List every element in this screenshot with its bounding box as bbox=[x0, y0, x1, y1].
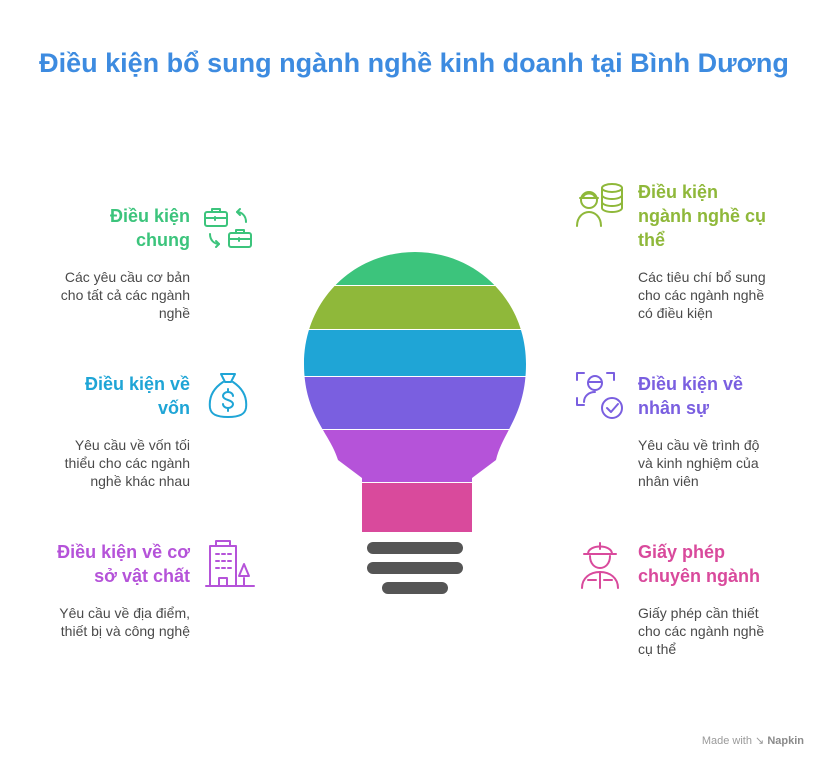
briefcase-swap-icon bbox=[204, 208, 252, 248]
item-description: Yêu cầu về vốn tối thiểu cho các ngành n… bbox=[40, 436, 190, 490]
description-line: cho các ngành nghề bbox=[638, 287, 765, 303]
heading-line: Điều kiện về bbox=[638, 374, 744, 394]
heading-line: Giấy phép bbox=[638, 542, 726, 562]
face-scan-check-icon bbox=[576, 372, 623, 419]
bulb-bands bbox=[304, 252, 526, 532]
heading-line: vốn bbox=[157, 398, 190, 418]
bulb-band-4 bbox=[304, 377, 526, 429]
item-heading: Giấy phép chuyên ngành bbox=[638, 540, 798, 588]
heading-line: chung bbox=[136, 230, 190, 250]
bulb-band-3 bbox=[304, 330, 526, 376]
bulb-band-1 bbox=[304, 252, 526, 285]
item-specialized-license: Giấy phép chuyên ngành Giấy phép cần thi… bbox=[638, 540, 798, 658]
description-line: và kinh nghiệm của bbox=[638, 455, 759, 471]
description-line: nhân viên bbox=[638, 473, 699, 489]
heading-line: Điều kiện bbox=[109, 206, 190, 226]
description-line: có điều kiện bbox=[638, 305, 713, 321]
item-facility-conditions: Điều kiện về cơ sở vật chất Yêu cầu về đ… bbox=[30, 540, 190, 640]
bulb-band-2 bbox=[304, 286, 526, 329]
item-heading: Điều kiện ngành nghề cụ thể bbox=[638, 180, 798, 252]
heading-line: Điều kiện bbox=[638, 182, 719, 202]
item-capital-conditions: Điều kiện về vốn Yêu cầu về vốn tối thiể… bbox=[40, 372, 190, 490]
bulb-base-ring-2 bbox=[367, 562, 463, 574]
item-description: Các yêu cầu cơ bản cho tất cả các ngành … bbox=[40, 268, 190, 322]
item-personnel-conditions: Điều kiện về nhân sự Yêu cầu về trình độ… bbox=[638, 372, 798, 490]
item-description: Yêu cầu về trình độ và kinh nghiệm của n… bbox=[638, 436, 798, 490]
description-line: cho các ngành nghề bbox=[638, 623, 765, 639]
item-general-conditions: Điều kiện chung Các yêu cầu cơ bản cho t… bbox=[40, 204, 190, 322]
description-line: cụ thể bbox=[638, 641, 677, 657]
description-line: nghề bbox=[158, 305, 190, 321]
description-line: Yêu cầu về vốn tối bbox=[74, 437, 190, 453]
heading-line: thể bbox=[638, 230, 665, 250]
bulb-base-ring-3 bbox=[382, 582, 448, 594]
description-line: Yêu cầu về trình độ bbox=[638, 437, 760, 453]
item-description: Các tiêu chí bổ sung cho các ngành nghề … bbox=[638, 268, 798, 322]
heading-line: ngành nghề cụ bbox=[638, 206, 766, 226]
money-bag-icon bbox=[208, 373, 248, 418]
description-line: thiết bị và công nghệ bbox=[60, 623, 190, 639]
bulb-base bbox=[367, 542, 463, 594]
page-title: Điều kiện bổ sung ngành nghề kinh doanh … bbox=[39, 48, 789, 78]
item-description: Giấy phép cần thiết cho các ngành nghề c… bbox=[638, 604, 798, 658]
napkin-watermark: Made with ↘ Napkin bbox=[702, 734, 804, 747]
item-heading: Điều kiện chung bbox=[40, 204, 190, 252]
bulb-band-5 bbox=[304, 430, 526, 482]
lightbulb-diagram bbox=[304, 252, 526, 594]
item-specific-industry-conditions: Điều kiện ngành nghề cụ thể Các tiêu chí… bbox=[638, 180, 798, 322]
watermark-brand: Napkin bbox=[767, 735, 804, 747]
item-heading: Điều kiện về cơ sở vật chất bbox=[30, 540, 190, 588]
description-line: thiểu cho các ngành bbox=[64, 455, 190, 471]
building-tree-icon bbox=[205, 540, 255, 587]
item-description: Yêu cầu về địa điểm, thiết bị và công ng… bbox=[30, 604, 190, 640]
heading-line: nhân sự bbox=[638, 398, 710, 418]
description-line: Các yêu cầu cơ bản bbox=[64, 269, 190, 285]
description-line: Yêu cầu về địa điểm, bbox=[59, 605, 190, 621]
description-line: Giấy phép cần thiết bbox=[638, 605, 759, 621]
bulb-base-ring-1 bbox=[367, 542, 463, 554]
description-line: Các tiêu chí bổ sung bbox=[638, 269, 766, 285]
heading-line: Điều kiện về bbox=[84, 374, 190, 394]
bulb-band-6 bbox=[304, 483, 526, 532]
description-line: cho tất cả các ngành bbox=[60, 287, 190, 303]
watermark-prefix: Made with bbox=[701, 735, 752, 747]
worker-database-icon bbox=[576, 183, 623, 227]
heading-line: sở vật chất bbox=[94, 566, 190, 586]
heading-line: chuyên ngành bbox=[638, 566, 761, 586]
napkin-logo-icon: ↘ bbox=[755, 735, 765, 747]
heading-line: Điều kiện về cơ bbox=[57, 542, 190, 562]
item-heading: Điều kiện về vốn bbox=[40, 372, 190, 420]
engineer-icon bbox=[581, 542, 619, 589]
item-heading: Điều kiện về nhân sự bbox=[638, 372, 798, 420]
description-line: nghề khác nhau bbox=[90, 473, 190, 489]
